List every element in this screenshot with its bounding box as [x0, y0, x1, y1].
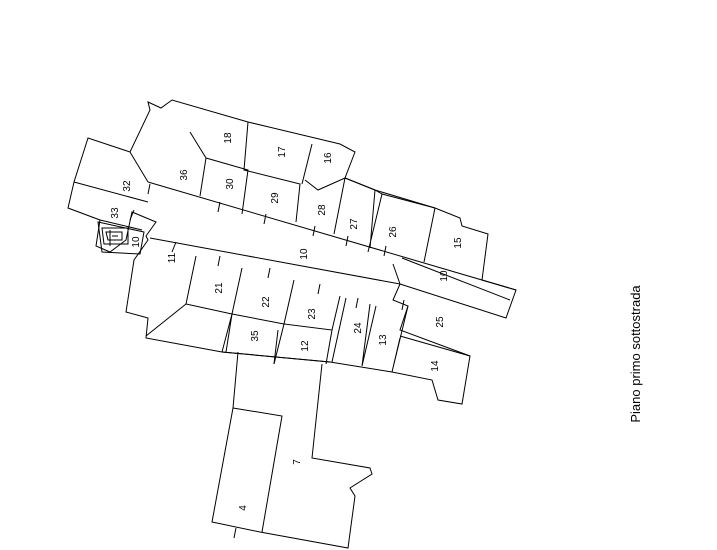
room-label-4: 4 — [238, 505, 249, 511]
room-label-24: 24 — [353, 322, 364, 334]
room-label-36: 36 — [179, 169, 190, 181]
room-label-35: 35 — [250, 330, 261, 342]
north-block-outline — [67, 99, 517, 405]
room-label-17: 17 — [277, 146, 288, 158]
room-label-28: 28 — [317, 204, 328, 216]
room-label-15: 15 — [453, 237, 464, 249]
room-label-33: 33 — [110, 207, 121, 219]
door-ticks — [129, 183, 405, 539]
room-label-30: 30 — [225, 178, 236, 190]
rooms-12-35-partitions — [221, 329, 331, 365]
room-label-27: 27 — [349, 218, 360, 230]
room-label-32: 32 — [122, 180, 133, 192]
north-upper-partitions — [129, 121, 436, 263]
rooms-32-33-partitions — [73, 181, 149, 231]
room-label-10-stair: 10 — [131, 236, 142, 248]
stair-detail — [97, 221, 145, 255]
room-label-7: 7 — [292, 459, 303, 465]
room-label-18: 18 — [223, 132, 234, 144]
room-label-29: 29 — [270, 192, 281, 204]
room-label-10-corridor: 10 — [299, 248, 310, 260]
plan-caption: Piano primo sottostrada — [628, 285, 643, 423]
room-label-11: 11 — [167, 252, 178, 263]
corridor-10-right-box — [392, 257, 511, 301]
room-label-14: 14 — [430, 360, 441, 372]
corridor-edge-lower — [149, 237, 401, 285]
room-label-16: 16 — [323, 152, 334, 164]
room-label-21: 21 — [214, 282, 225, 294]
room-labels: 18 17 16 36 30 29 28 27 26 15 32 33 10 1… — [110, 132, 464, 511]
room-label-13: 13 — [378, 334, 389, 346]
room-label-22: 22 — [261, 296, 272, 308]
room-label-10-east: 10 — [439, 270, 450, 282]
room-label-26: 26 — [388, 226, 399, 238]
north-lower-partitions — [145, 255, 471, 373]
room-label-23: 23 — [307, 308, 318, 320]
south-wing-outline — [211, 351, 373, 549]
room-label-25: 25 — [435, 316, 446, 328]
room-label-12: 12 — [300, 340, 311, 352]
south-wing-partitions — [232, 407, 283, 533]
corridor-edge-upper — [147, 181, 517, 291]
